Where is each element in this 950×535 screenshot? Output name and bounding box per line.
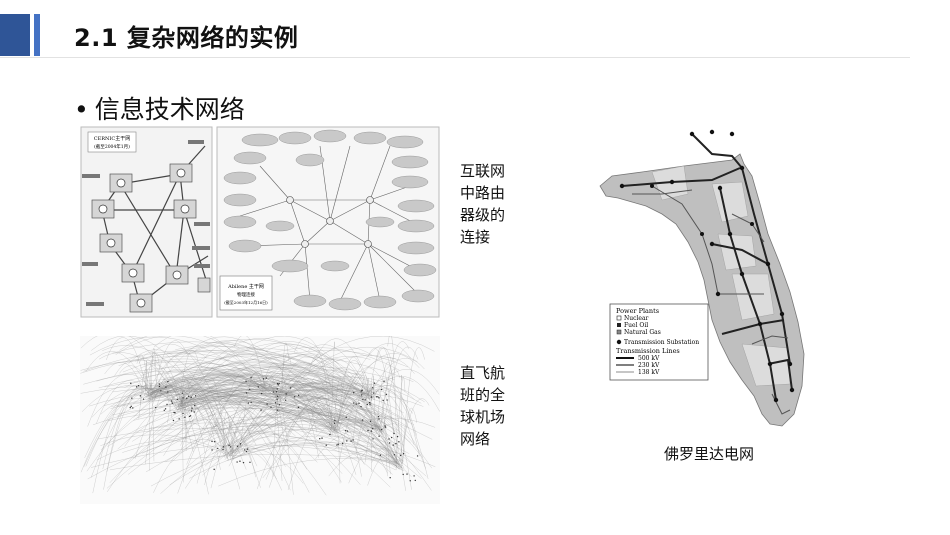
power-grid-graphic: Power Plants Nuclear Fuel Oil Natural Ga… (599, 129, 805, 427)
abilene-box-title: Abilene 主干网 (227, 283, 264, 290)
cernic-box-title: CERNIC主干网 (94, 135, 130, 142)
bullet-point: •信息技术网络 (74, 90, 245, 126)
title-accent-bar (0, 14, 30, 56)
legend-substation: Transmission Substation (624, 339, 699, 346)
slide-title: 2.1 复杂网络的实例 (74, 24, 299, 52)
internet-network-figure: CERNIC主干网 (截至2004年1月) (80, 126, 440, 318)
internet-figure-caption: 互联网 中路由 器级的 连接 (460, 162, 506, 246)
title-accent-bar-thin (34, 14, 40, 56)
flight-figure-caption: 直飞航 班的全 球机场 网络 (460, 364, 506, 448)
legend-nuclear: Nuclear (624, 315, 649, 322)
legend-230kv: 230 kV (638, 362, 660, 369)
legend-138kv: 138 kV (638, 369, 660, 376)
cernic-box-date: (截至2004年1月) (94, 143, 130, 150)
power-grid-legend (609, 303, 709, 381)
airport-dots (129, 376, 419, 482)
flight-arcs (80, 336, 440, 496)
legend-natural-gas: Natural Gas (624, 329, 661, 336)
bullet-dot-icon: • (74, 95, 89, 124)
bullet-text: 信息技术网络 (94, 95, 245, 124)
flight-network-figure (80, 336, 440, 504)
power-grid-caption: 佛罗里达电网 (664, 445, 755, 463)
abilene-box-subtitle: 物理连接 (237, 291, 255, 298)
legend-transmission-lines: Transmission Lines (616, 347, 680, 355)
power-grid-figure: Power Plants Nuclear Fuel Oil Natural Ga… (592, 124, 832, 436)
legend-power-plants: Power Plants (616, 307, 659, 315)
abilene-box-date: (截至2003年12月16日) (224, 299, 268, 305)
internet-network-graphic: CERNIC主干网 (截至2004年1月) (80, 126, 440, 318)
title-divider (0, 57, 910, 58)
legend-500kv: 500 kV (638, 355, 660, 362)
legend-fuel-oil: Fuel Oil (624, 322, 648, 329)
flight-network-graphic (80, 336, 440, 496)
